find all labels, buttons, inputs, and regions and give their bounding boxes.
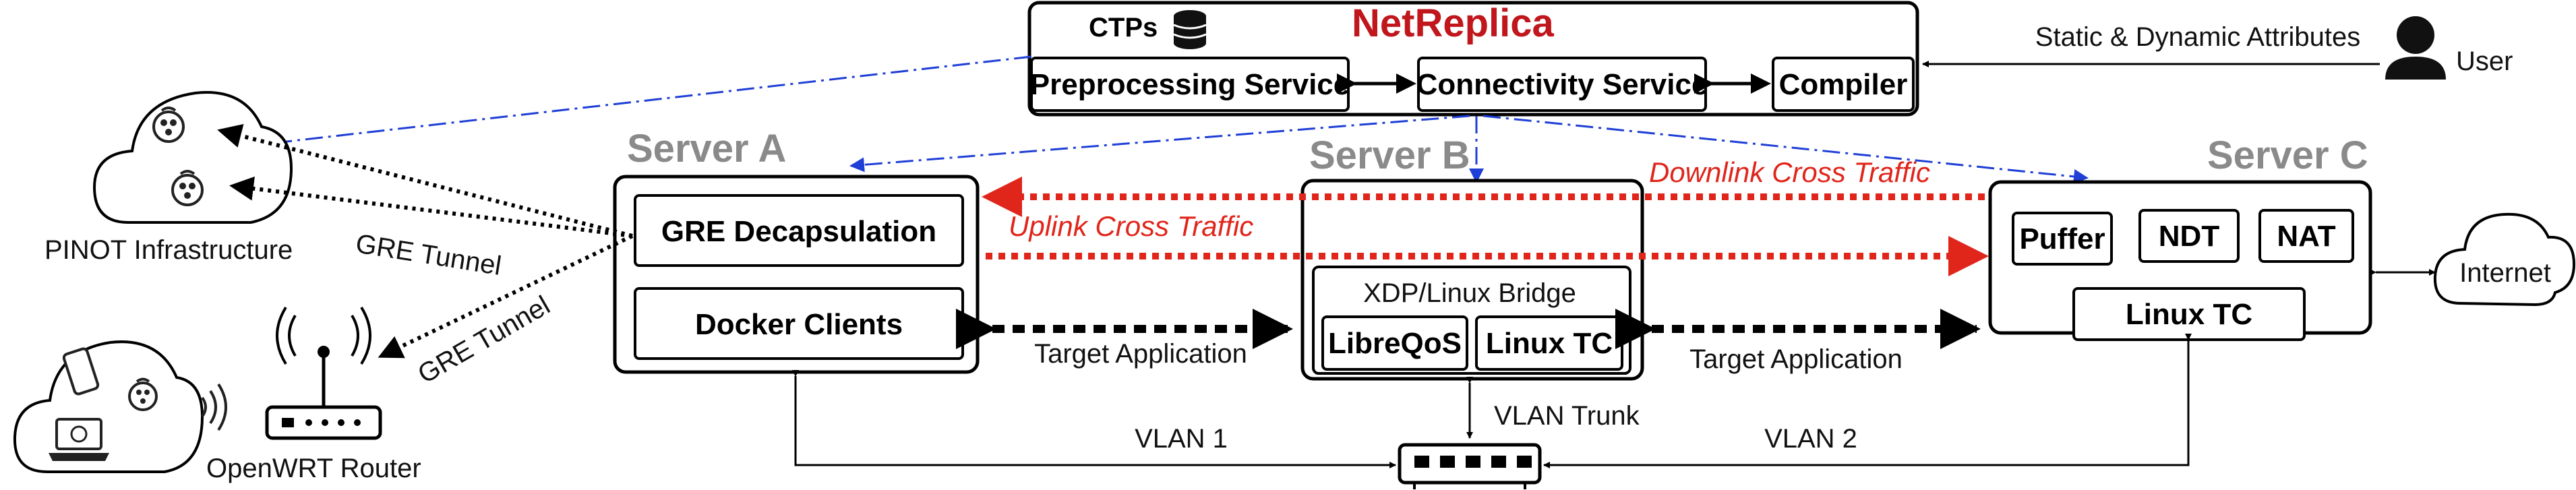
switch-icon: [1398, 443, 1542, 489]
preprocessing-service-label: Preprocessing Service: [1030, 68, 1350, 101]
connectivity-service-label: Connectivity Service: [1416, 68, 1708, 101]
server-c-linux-tc-label: Linux TC: [2126, 298, 2252, 331]
ctps-label: CTPs: [1089, 13, 1158, 42]
libreqos-label: LibreQoS: [1328, 327, 1462, 360]
downlink-cross-traffic-label: Downlink Cross Traffic: [1649, 156, 1930, 188]
gre-tunnel-label-1: GRE Tunnel: [354, 228, 504, 281]
uplink-cross-traffic-label: Uplink Cross Traffic: [1009, 210, 1253, 242]
raspberry-pi-icon: [171, 170, 204, 206]
user-icon: [2385, 16, 2446, 80]
raspberry-pi-icon: [128, 377, 158, 411]
compiler-box: [1772, 57, 1915, 112]
home-cloud-icon: [13, 340, 204, 473]
database-icon: [1173, 10, 1207, 49]
puffer-box: [2012, 212, 2113, 266]
user-label: User: [2456, 47, 2513, 76]
ndt-label: NDT: [2159, 220, 2220, 253]
internet-label: Internet: [2459, 258, 2551, 288]
netreplica-title: NetReplica: [1352, 1, 1555, 45]
wifi-waves-icon: [201, 383, 227, 431]
server-c: Server C Puffer NDT NAT Linux TC: [1988, 133, 2372, 341]
attributes-label: Static & Dynamic Attributes: [2035, 22, 2360, 52]
target-application-ab-label: Target Application: [1034, 339, 1247, 369]
internet-cloud-icon: [2433, 212, 2576, 307]
gre-decapsulation-label: GRE Decapsulation: [661, 215, 936, 248]
server-a-title: Server A: [627, 127, 786, 171]
target-application-bc-label: Target Application: [1689, 344, 1903, 374]
laptop-icon: [49, 418, 109, 461]
gre-decapsulation-box: [634, 194, 964, 267]
vlan-wiring: [792, 334, 2192, 468]
docker-clients-label: Docker Clients: [695, 308, 903, 341]
nat-box: [2258, 209, 2354, 263]
vlan1-label: VLAN 1: [1135, 424, 1228, 454]
xdp-bridge-label: XDP/Linux Bridge: [1363, 278, 1576, 308]
libreqos-box: [1321, 315, 1468, 371]
ndt-box: [2138, 209, 2240, 263]
nat-label: NAT: [2277, 220, 2335, 253]
control-plane-arrows: [262, 55, 2089, 184]
smartphone-icon: [62, 347, 100, 396]
server-b-linux-tc-label: Linux TC: [1486, 327, 1613, 360]
vlan2-label: VLAN 2: [1764, 424, 1857, 454]
router-icon: [265, 306, 382, 440]
server-b-title: Server B: [1309, 133, 1470, 177]
puffer-label: Puffer: [2019, 222, 2105, 255]
compiler-label: Compiler: [1779, 68, 1908, 101]
openwrt-router-label: OpenWRT Router: [206, 454, 421, 483]
server-c-title: Server C: [2207, 133, 2368, 177]
vlan-trunk-label: VLAN Trunk: [1494, 401, 1640, 431]
gre-tunnel-lines: [217, 123, 634, 359]
raspberry-pi-icon: [152, 106, 185, 143]
server-a: Server A GRE Decapsulation Docker Client…: [613, 127, 980, 374]
pinot-infrastructure-label: PINOT Infrastructure: [44, 235, 293, 265]
netreplica-panel: CTPs NetReplica Preprocessing Service Co…: [1027, 1, 1919, 117]
